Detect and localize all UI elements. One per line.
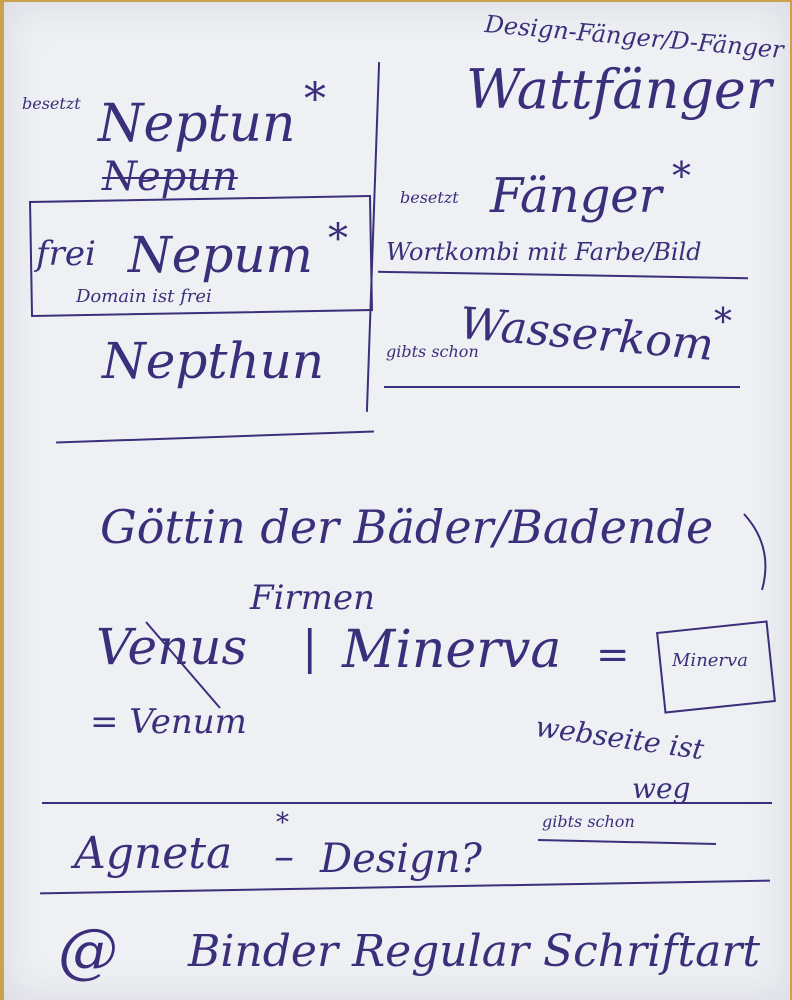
asterisk-mark: * <box>276 808 289 838</box>
design-question: Design? <box>320 836 482 882</box>
arc-stroke <box>743 513 767 591</box>
equals-mark: = <box>596 632 630 678</box>
asterisk-mark: * <box>714 302 732 343</box>
divider-line <box>42 802 772 804</box>
asterisk-mark: * <box>328 216 348 262</box>
asterisk-mark: * <box>672 154 691 198</box>
neptun-name: Neptun <box>98 94 296 154</box>
wortkombi-note: Wortkombi mit Farbe/Bild <box>386 238 702 266</box>
pen-scribbles <box>145 513 767 845</box>
dash-mark: – <box>274 834 294 880</box>
minerva-name: Minerva <box>342 620 562 680</box>
gibts-schon-note: gibts schon <box>542 812 635 831</box>
asterisk-mark: * <box>304 74 326 125</box>
minerva-boxed: Minerva <box>672 650 748 671</box>
underline-stroke <box>537 839 717 845</box>
note-paper: besetzt Neptun * Nepun frei Nepum * Doma… <box>4 2 790 1000</box>
agneta-name: Agneta <box>74 828 233 879</box>
gibts-schon-note: gibts schon <box>386 342 479 361</box>
nepun-crossed: Nepun <box>102 154 238 200</box>
venus-crossout <box>145 621 221 709</box>
domain-free-note: Domain ist frei <box>76 286 212 307</box>
fanger-name: Fänger <box>490 168 662 224</box>
venus-name: Venus <box>96 618 248 676</box>
separator-mark: | <box>302 620 318 674</box>
weg-note: weg <box>632 772 691 805</box>
besetzt-note: besetzt <box>400 188 459 207</box>
nepum-name: Nepum <box>128 226 313 284</box>
nepthun-name: Nepthun <box>102 332 325 390</box>
venum-name: = Venum <box>90 702 247 742</box>
gottin-title: Göttin der Bäder/Badende <box>100 500 714 554</box>
firmen-note: Firmen <box>250 578 375 618</box>
frei-note: frei <box>36 234 96 274</box>
binder-note: Binder Regular Schriftart <box>188 926 761 977</box>
at-symbol: @ <box>58 916 118 986</box>
besetzt-note: besetzt <box>22 94 81 113</box>
wattfanger-name: Wattfänger <box>466 58 772 121</box>
divider-line <box>384 386 740 388</box>
